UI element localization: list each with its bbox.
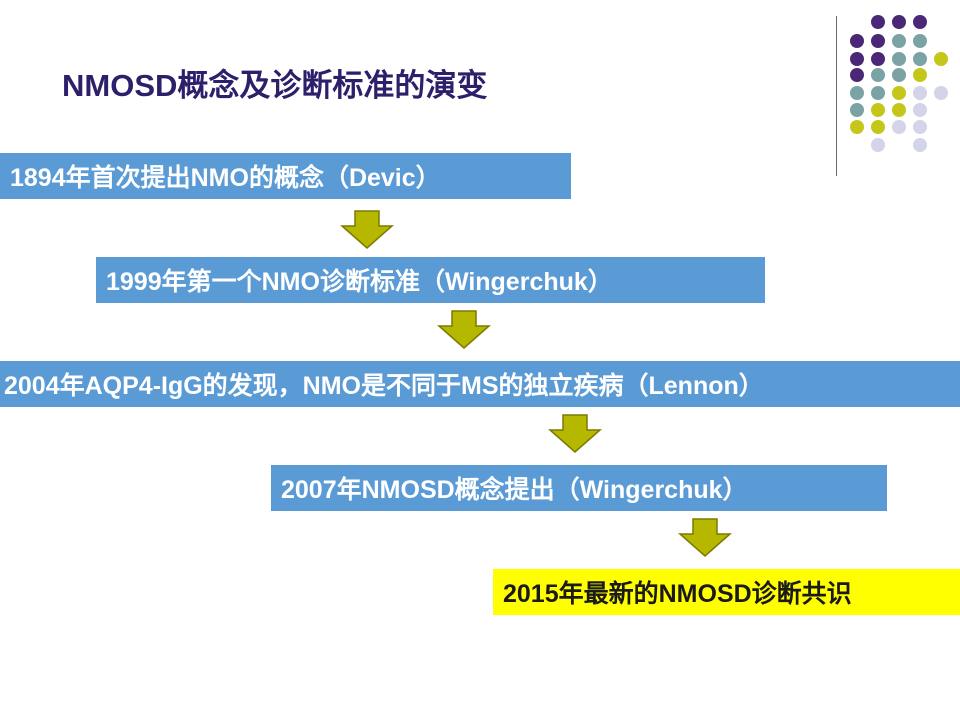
timeline-step-text: 2015年最新的NMOSD诊断共识 [503,580,852,608]
timeline-step-text: 2007年NMOSD概念提出（Wingerchuk） [281,476,748,504]
decorative-dot [871,34,885,48]
decorative-dot [850,103,864,117]
down-arrow-icon [340,210,394,249]
decorative-dot [913,15,927,29]
decorative-dot [850,52,864,66]
timeline-step-text: 1999年第一个NMO诊断标准（Wingerchuk） [106,268,613,296]
down-arrow-icon [678,518,732,557]
decorative-dot [871,68,885,82]
decorative-dot [871,120,885,134]
decorative-dot [892,86,906,100]
timeline-step-text: 2004年AQP4-IgG的发现，NMO是不同于MS的独立疾病（Lennon） [4,372,764,400]
decorative-dot [850,86,864,100]
timeline-step-1894: 1894年首次提出NMO的概念（Devic） [0,153,571,199]
decorative-dot [892,103,906,117]
decorative-dot [850,120,864,134]
decorative-dot [871,52,885,66]
down-arrow-icon [437,310,491,349]
decorative-dot [913,86,927,100]
timeline-step-2015: 2015年最新的NMOSD诊断共识 [493,569,960,615]
decorative-dot [871,86,885,100]
decorative-dot [913,52,927,66]
decorative-dot [871,103,885,117]
decorative-dot [892,52,906,66]
decorative-dot [934,86,948,100]
decorative-dot [892,120,906,134]
decorative-dot [850,68,864,82]
decorative-dot [913,138,927,152]
down-arrow-icon [548,414,602,453]
decorative-dot [913,103,927,117]
decorative-dot [913,34,927,48]
timeline-step-1999: 1999年第一个NMO诊断标准（Wingerchuk） [96,257,765,303]
decorative-dot [892,68,906,82]
decorative-dot [850,34,864,48]
decorative-dot [871,138,885,152]
decorative-divider-line [836,16,837,176]
timeline-step-2004: 2004年AQP4-IgG的发现，NMO是不同于MS的独立疾病（Lennon） [0,361,960,407]
decorative-dot [913,68,927,82]
decorative-dot [871,15,885,29]
slide-title: NMOSD概念及诊断标准的演变 [62,68,488,103]
decorative-dot [913,120,927,134]
timeline-step-2007: 2007年NMOSD概念提出（Wingerchuk） [271,465,887,511]
decorative-dot [934,52,948,66]
decorative-dot [892,34,906,48]
decorative-dot [892,15,906,29]
timeline-step-text: 1894年首次提出NMO的概念（Devic） [10,164,441,192]
